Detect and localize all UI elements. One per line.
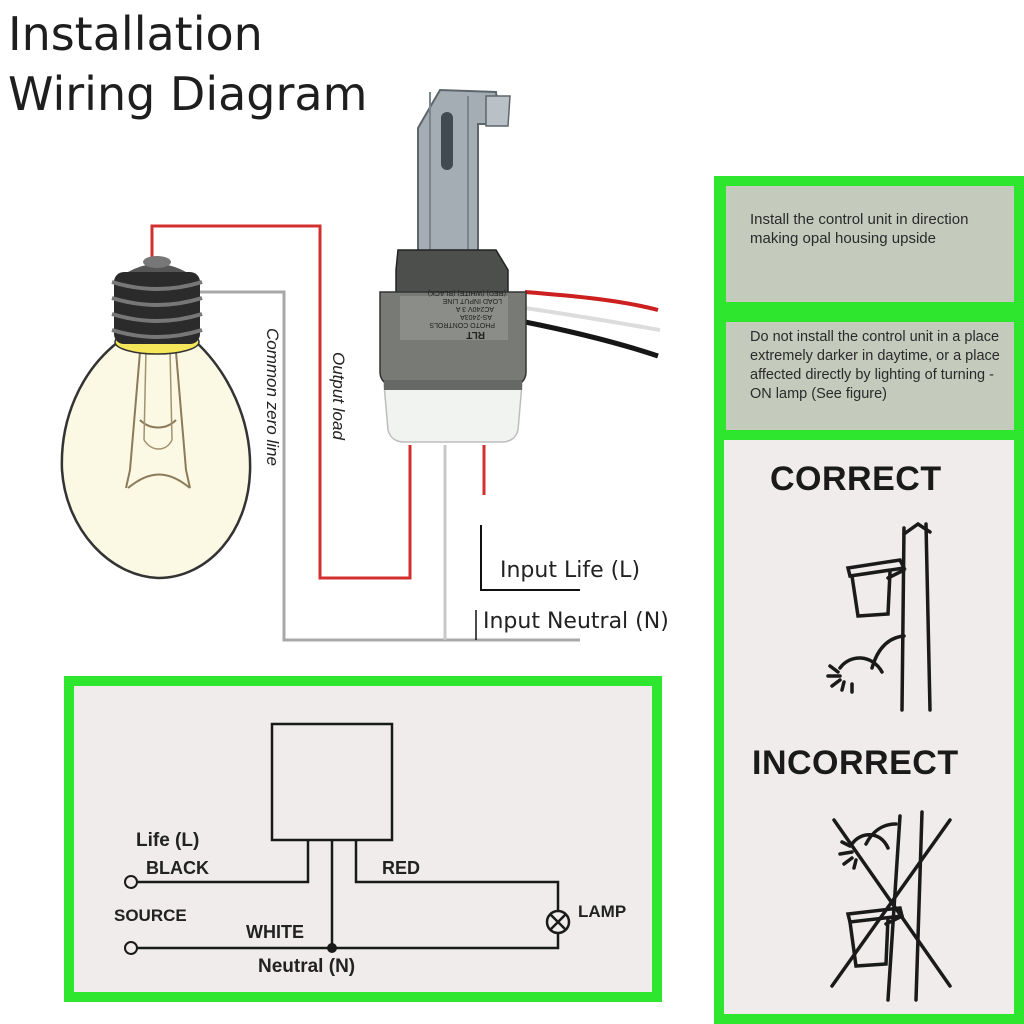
schematic-lamp-label: LAMP xyxy=(578,902,627,921)
common-zero-line-label: Common zero line xyxy=(263,328,282,466)
white-lead-right xyxy=(524,306,661,332)
note-opal-upside: Install the control unit in direction ma… xyxy=(726,186,1014,302)
schematic-life-label: Life (L) xyxy=(136,830,200,851)
schematic-diagram xyxy=(124,722,571,955)
diagram-title: Installation Wiring Diagram xyxy=(8,4,428,124)
schematic-black-label: BLACK xyxy=(146,858,209,878)
schematic-white-label: WHITE xyxy=(246,922,304,942)
correct-mounting-figure xyxy=(826,521,932,712)
common-zero-wire xyxy=(196,290,580,642)
mounting-illustrations xyxy=(826,521,952,1002)
device-label-line-5: (RED) (WHITE) (BLACK) xyxy=(428,289,506,296)
device-label-line-2: AS-2403A xyxy=(460,313,492,320)
schematic-lamp-return xyxy=(137,933,560,950)
incorrect-mounting-figure xyxy=(830,810,952,1002)
bulb-filament xyxy=(125,351,191,489)
black-lead-right xyxy=(524,319,659,359)
output-load-label: Output load xyxy=(329,352,348,440)
schematic-neutral-junction xyxy=(327,943,337,953)
output-load-wire xyxy=(150,224,412,580)
note-avoid-dark-location: Do not install the control unit in a pla… xyxy=(726,322,1014,430)
instructions-panel: Install the control unit in direction ma… xyxy=(714,176,1024,1024)
device-brand: RLT xyxy=(466,329,485,340)
schematic-neutral-label: Neutral (N) xyxy=(258,956,356,977)
input-neutral-label: Input Neutral (N) xyxy=(483,609,669,634)
photocontrol-device: RLT PHOTO CONTROLS AS-2403A AC240V 3 A L… xyxy=(379,88,527,443)
schematic-panel: Life (L) BLACK SOURCE WHITE RED LAMP Neu… xyxy=(64,676,662,1002)
device-label-text: RLT PHOTO CONTROLS AS-2403A AC240V 3 A L… xyxy=(428,289,506,340)
opal-housing xyxy=(383,383,523,443)
input-life-label: Input Life (L) xyxy=(500,558,641,583)
device-label-line-3: AC240V 3 A xyxy=(456,305,494,312)
schematic-black-wire xyxy=(137,840,310,884)
device-label-line-4: LOAD INPUT LINE xyxy=(442,297,502,304)
mounting-guide: CORRECT INCORRECT xyxy=(724,440,1014,1014)
input-life-lead xyxy=(480,525,580,591)
correct-heading: CORRECT xyxy=(770,460,942,498)
incorrect-heading: INCORRECT xyxy=(752,744,959,782)
title-line-1: Installation xyxy=(8,7,263,61)
light-bulb xyxy=(60,256,252,580)
wires xyxy=(150,224,661,642)
schematic-source-label: SOURCE xyxy=(114,906,187,925)
device-label-line-1: PHOTO CONTROLS xyxy=(429,321,495,328)
schematic-red-label: RED xyxy=(382,858,421,878)
title-line-2: Wiring Diagram xyxy=(8,67,368,121)
bulb-glass xyxy=(60,340,252,580)
schematic-control-box xyxy=(270,722,394,842)
incorrect-cross-2 xyxy=(830,818,952,988)
bulb-stem xyxy=(143,349,173,450)
red-lead-right xyxy=(524,290,659,312)
bulb-screw-base xyxy=(111,256,203,344)
schematic-red-wire xyxy=(354,840,560,912)
